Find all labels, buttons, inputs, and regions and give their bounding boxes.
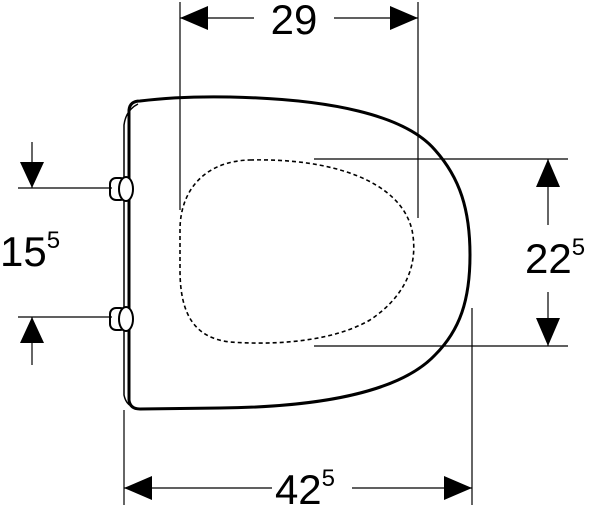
arrow-down-icon (20, 162, 44, 188)
hinge-top (109, 176, 134, 202)
arrow-left-icon (180, 6, 208, 30)
dimension-opening-width-superscript: 5 (572, 234, 585, 261)
arrow-left-icon (124, 476, 152, 500)
arrow-up-icon (20, 317, 44, 343)
dimension-opening-width: 225 (314, 158, 585, 347)
dimension-hinge-spacing: 155 (0, 142, 112, 365)
dimension-opening-width-value: 22 (525, 235, 572, 282)
dimension-overall-length-value: 42 (275, 466, 322, 508)
dimension-hinge-spacing-superscript: 5 (47, 227, 60, 254)
dimension-hinge-spacing-value: 15 (0, 228, 47, 275)
hinge-bottom (109, 306, 134, 332)
arrow-right-icon (390, 6, 418, 30)
dimension-opening-width-label: 225 (525, 234, 585, 282)
dimension-overall-length-label: 425 (275, 465, 335, 508)
dimension-overall-length-superscript: 5 (322, 465, 335, 492)
dimension-hinge-spacing-label: 155 (0, 227, 60, 275)
arrow-right-icon (444, 476, 472, 500)
dimension-top-width: 29 (179, 0, 419, 218)
dimension-top-width-label: 29 (271, 0, 318, 43)
dimension-overall-length: 425 (123, 308, 473, 508)
arrow-down-icon (536, 318, 560, 346)
seat-opening-dashed (179, 159, 415, 344)
seat-rear-edge (123, 103, 139, 408)
arrow-up-icon (536, 159, 560, 187)
